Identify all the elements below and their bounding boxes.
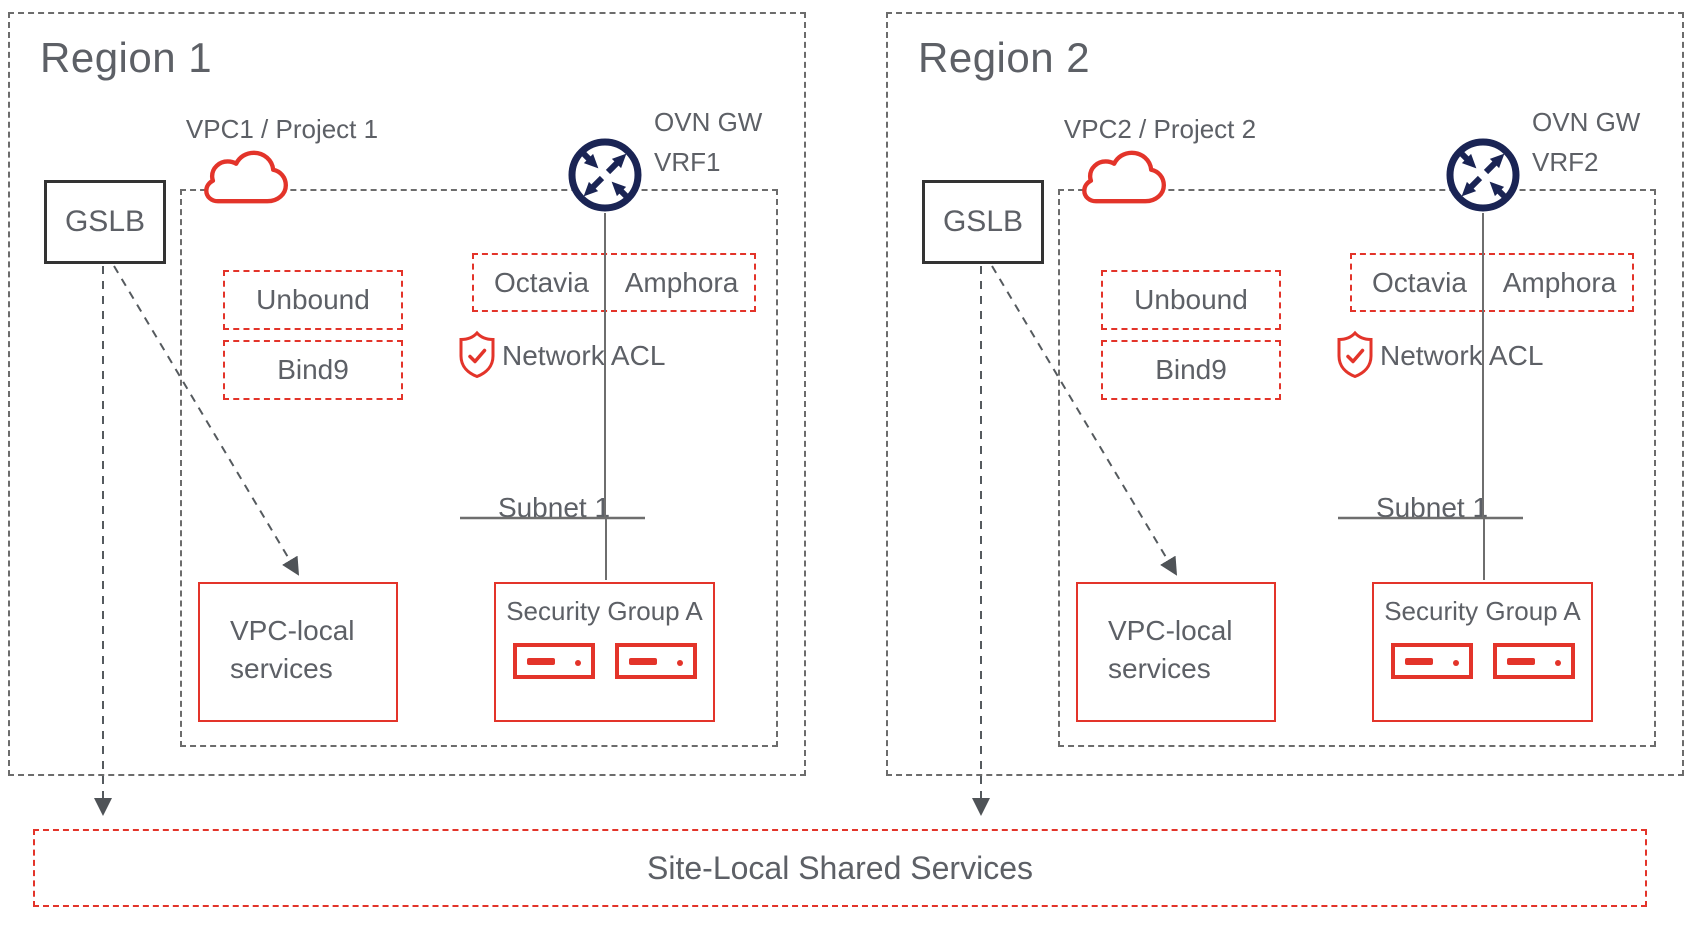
server-icon bbox=[512, 643, 595, 679]
vpc-local-services-box: VPC-local services bbox=[1076, 582, 1276, 722]
octavia-label: Octavia bbox=[494, 266, 589, 298]
gateway-label-line1: OVN GW bbox=[654, 107, 763, 137]
router-icon bbox=[1446, 138, 1520, 212]
vpc-local-label-line1: VPC-local bbox=[1108, 615, 1233, 646]
gslb-box: GSLB bbox=[922, 180, 1044, 264]
server-icon bbox=[1492, 643, 1575, 679]
unbound-box: Unbound bbox=[1101, 270, 1281, 330]
shield-check-icon bbox=[1337, 330, 1373, 378]
site-local-shared-services-box: Site-Local Shared Services bbox=[33, 829, 1647, 907]
vpc-project-label: VPC2 / Project 2 bbox=[1063, 114, 1257, 144]
region-1-boundary: Region 1 GSLB VPC1 / Project 1 OVN GW bbox=[8, 12, 806, 776]
gateway-label-line2: VRF2 bbox=[1532, 147, 1599, 177]
amphora-label: Amphora bbox=[624, 266, 739, 298]
octavia-label: Octavia bbox=[1372, 266, 1467, 298]
vpc-local-label-line2: services bbox=[230, 653, 333, 684]
server-led-dash bbox=[628, 658, 657, 665]
bind9-label: Bind9 bbox=[1155, 354, 1227, 385]
subnet-label: Subnet 1 bbox=[1375, 492, 1489, 523]
amphora-label: Amphora bbox=[1502, 266, 1617, 298]
gslb-label: GSLB bbox=[942, 205, 1024, 238]
cloud-icon bbox=[1082, 150, 1167, 204]
security-group-label: Security Group A bbox=[1384, 596, 1581, 626]
router-icon bbox=[568, 138, 642, 212]
gateway-label-line1: OVN GW bbox=[1532, 107, 1641, 137]
gateway-label-line2: VRF1 bbox=[654, 147, 721, 177]
cloud-icon bbox=[204, 150, 288, 204]
vpc-local-services-box: VPC-local services bbox=[198, 582, 398, 722]
shield-check-icon bbox=[459, 330, 495, 378]
server-icons-row bbox=[496, 643, 713, 679]
server-led-dot bbox=[1452, 660, 1459, 666]
vpc-project-label: VPC1 / Project 1 bbox=[185, 114, 379, 144]
server-icon bbox=[614, 643, 697, 679]
region-title: Region 2 bbox=[918, 34, 1091, 81]
unbound-box: Unbound bbox=[223, 270, 403, 330]
vpc-local-label-line1: VPC-local bbox=[230, 615, 355, 646]
gateway-label: OVN GW VRF2 bbox=[1532, 102, 1640, 182]
site-local-shared-services-label: Site-Local Shared Services bbox=[647, 849, 1033, 886]
server-led-dash bbox=[1404, 658, 1433, 665]
bind9-box: Bind9 bbox=[1101, 340, 1281, 400]
network-acl-label: Network ACL bbox=[1380, 340, 1544, 371]
gateway-label: OVN GW VRF1 bbox=[654, 102, 762, 182]
server-led-dot bbox=[574, 660, 581, 666]
network-acl-label: Network ACL bbox=[502, 340, 666, 371]
server-led-dash bbox=[526, 658, 555, 665]
server-led-dot bbox=[676, 660, 683, 666]
server-led-dash bbox=[1506, 658, 1535, 665]
unbound-label: Unbound bbox=[256, 284, 370, 315]
gslb-label: GSLB bbox=[64, 205, 146, 238]
bind9-box: Bind9 bbox=[223, 340, 403, 400]
security-group-label: Security Group A bbox=[506, 596, 703, 626]
octavia-amphora-box: Octavia Amphora bbox=[472, 253, 756, 312]
unbound-label: Unbound bbox=[1134, 284, 1248, 315]
bind9-label: Bind9 bbox=[277, 354, 349, 385]
security-group-box: Security Group A bbox=[494, 582, 715, 722]
subnet-label: Subnet 1 bbox=[497, 492, 611, 523]
server-icons-row bbox=[1374, 643, 1591, 679]
security-group-box: Security Group A bbox=[1372, 582, 1593, 722]
server-led-dot bbox=[1554, 660, 1561, 666]
server-icon bbox=[1390, 643, 1473, 679]
region-2-boundary: Region 2 GSLB VPC2 / Project 2 OVN GW VR… bbox=[886, 12, 1684, 776]
octavia-amphora-box: Octavia Amphora bbox=[1350, 253, 1634, 312]
vpc-local-label-line2: services bbox=[1108, 653, 1211, 684]
region-title: Region 1 bbox=[40, 34, 213, 81]
gslb-box: GSLB bbox=[44, 180, 166, 264]
